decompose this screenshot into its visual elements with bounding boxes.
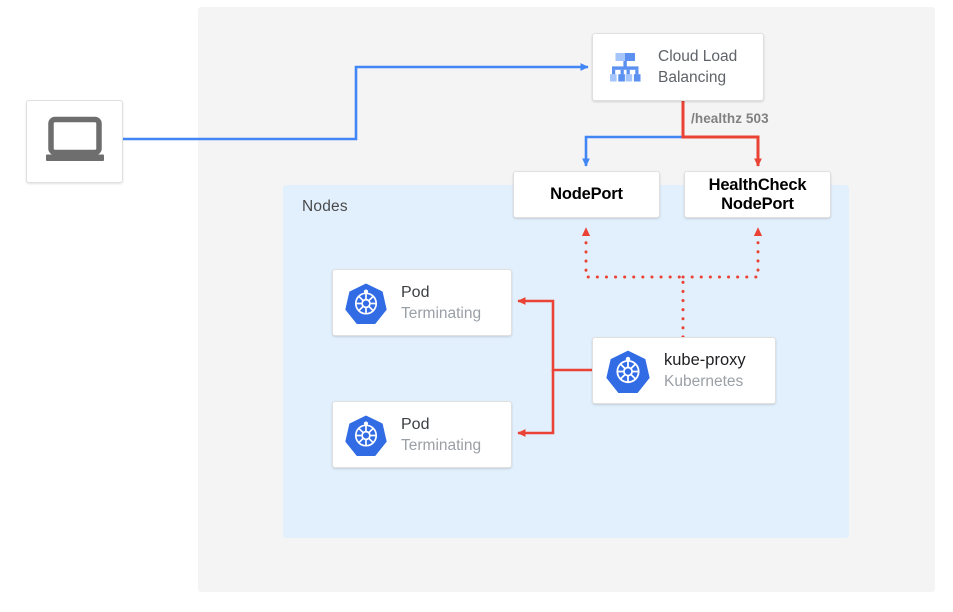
healthcheck-nodeport-label-line1: HealthCheck [708,175,807,194]
healthz-edge-label: /healthz 503 [691,111,769,126]
pod-card-2-subtitle: Terminating [401,436,482,454]
healthcheck-nodeport-card[interactable]: HealthCheck NodePort [684,171,831,218]
laptop-icon [44,115,106,168]
kube-proxy-text: kube-proxy Kubernetes [664,349,746,392]
cloud-load-balancing-label-line2: Balancing [658,69,727,86]
pod-card-2-text: Pod Terminating [401,414,481,456]
pod-card-2-title: Pod [401,415,430,433]
pod-card-1[interactable]: Pod Terminating [332,269,512,336]
nodeport-label: NodePort [550,185,623,203]
client-laptop-card[interactable] [26,100,123,183]
cloud-load-balancing-card[interactable]: Cloud Load Balancing [592,33,764,101]
kube-proxy-card[interactable]: kube-proxy Kubernetes [592,337,776,404]
kubernetes-icon [344,413,388,457]
nodeport-card[interactable]: NodePort [513,171,660,218]
pod-card-1-title: Pod [401,283,430,301]
kube-proxy-subtitle: Kubernetes [664,373,744,390]
cloud-load-balancing-label-line1: Cloud Load [658,48,738,65]
healthcheck-nodeport-label-line2: NodePort [721,194,794,213]
pod-card-2[interactable]: Pod Terminating [332,401,512,468]
kubernetes-icon [344,281,388,325]
cloud-load-balancing-label: Cloud Load Balancing [658,46,737,88]
nodes-region-label: Nodes [302,198,348,215]
cloud-load-balancing-icon [604,46,646,88]
pod-card-1-text: Pod Terminating [401,282,481,324]
kubernetes-icon [605,348,651,394]
pod-card-1-subtitle: Terminating [401,304,482,322]
kube-proxy-title: kube-proxy [664,351,746,369]
healthcheck-nodeport-label: HealthCheck NodePort [709,176,807,214]
